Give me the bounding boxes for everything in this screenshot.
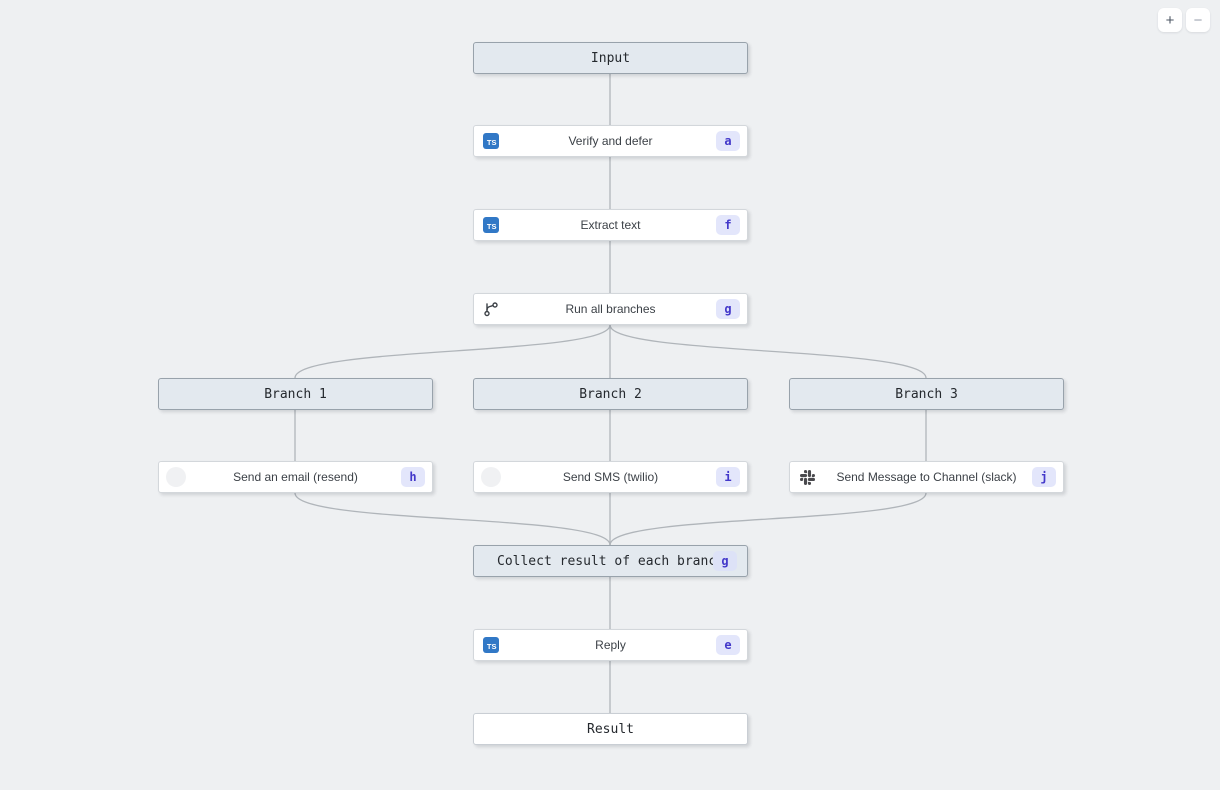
node-input-label: Input	[590, 50, 631, 66]
node-reply[interactable]: TS Reply e	[473, 629, 748, 661]
edge-run-branch1	[294, 324, 611, 379]
step-badge: g	[716, 299, 740, 319]
step-badge: e	[716, 635, 740, 655]
node-run-all-branches[interactable]: Run all branches g	[473, 293, 748, 325]
resend-icon	[166, 467, 186, 487]
node-result-label: Result	[587, 721, 634, 737]
node-branch-1-label: Branch 1	[264, 386, 327, 402]
step-badge: j	[1032, 467, 1056, 487]
node-send-message-slack[interactable]: Send Message to Channel (slack) j	[789, 461, 1064, 493]
node-branch-2[interactable]: Branch 2	[473, 378, 748, 410]
node-run-all-branches-label: Run all branches	[565, 302, 656, 316]
zoom-out-button[interactable]: −	[1186, 8, 1210, 32]
node-send-message-slack-label: Send Message to Channel (slack)	[836, 470, 1017, 484]
minus-icon: −	[1193, 11, 1203, 29]
node-branch-3[interactable]: Branch 3	[789, 378, 1064, 410]
git-branch-icon	[483, 301, 499, 317]
node-branch-2-label: Branch 2	[579, 386, 642, 402]
node-extract-text[interactable]: TS Extract text f	[473, 209, 748, 241]
twilio-icon	[481, 467, 501, 487]
plus-icon: +	[1165, 11, 1175, 29]
node-branch-3-label: Branch 3	[895, 386, 958, 402]
node-verify-and-defer-label: Verify and defer	[568, 134, 653, 148]
step-badge: f	[716, 215, 740, 235]
edge-slack-collect	[609, 492, 927, 546]
step-badge: i	[716, 467, 740, 487]
node-reply-label: Reply	[595, 638, 626, 652]
node-send-sms-twilio[interactable]: Send SMS (twilio) i	[473, 461, 748, 493]
typescript-icon: TS	[483, 133, 499, 149]
node-verify-and-defer[interactable]: TS Verify and defer a	[473, 125, 748, 157]
zoom-in-button[interactable]: +	[1158, 8, 1182, 32]
edge-run-branch3	[609, 324, 927, 379]
step-badge: h	[401, 467, 425, 487]
node-input[interactable]: Input	[473, 42, 748, 74]
node-collect-result-label: Collect result of each branch	[497, 553, 724, 569]
edge-email-collect	[294, 492, 611, 546]
node-branch-1[interactable]: Branch 1	[158, 378, 433, 410]
step-badge: a	[716, 131, 740, 151]
step-badge: g	[713, 551, 737, 571]
typescript-icon: TS	[483, 217, 499, 233]
typescript-icon: TS	[483, 637, 499, 653]
node-collect-result[interactable]: Collect result of each branch g	[473, 545, 748, 577]
zoom-controls: + −	[1158, 8, 1210, 32]
node-send-email-resend[interactable]: Send an email (resend) h	[158, 461, 433, 493]
node-send-sms-label: Send SMS (twilio)	[562, 470, 659, 484]
node-result[interactable]: Result	[473, 713, 748, 745]
node-extract-text-label: Extract text	[580, 218, 641, 232]
node-send-email-label: Send an email (resend)	[233, 470, 358, 484]
